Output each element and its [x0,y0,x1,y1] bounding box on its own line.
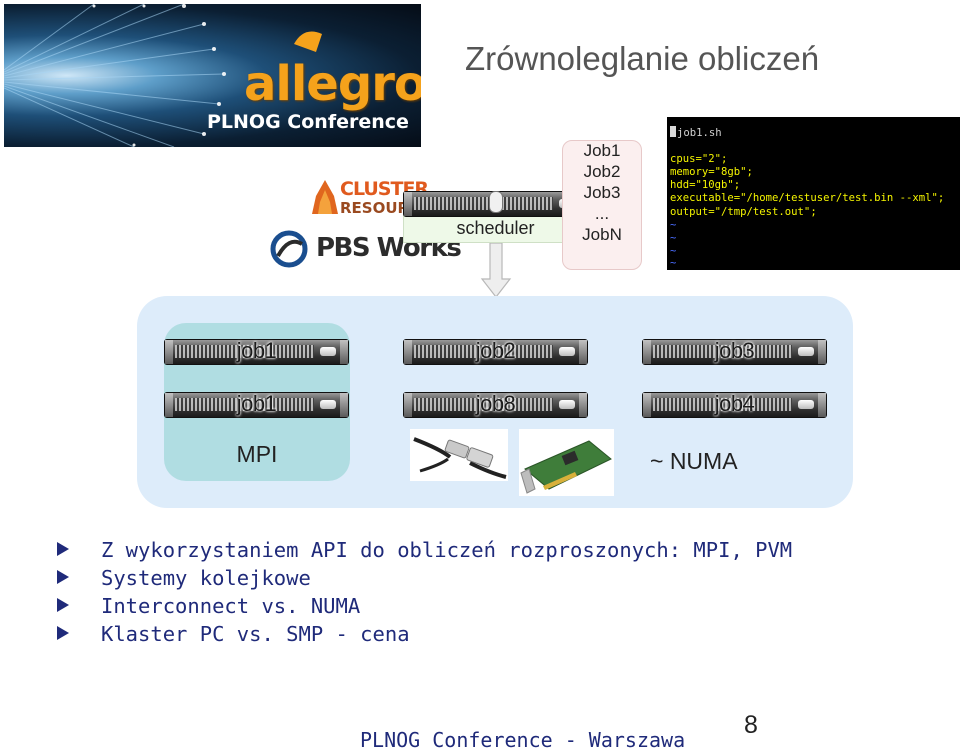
conference-banner: allegro PLNOG Conference [4,4,421,147]
server-node: job4 [642,391,827,418]
server-node: job1 [164,338,349,365]
scheduler-label: scheduler [456,218,535,238]
server-job-label: job2 [475,338,516,363]
server-node: job3 [642,338,827,365]
server-job-label: job1 [236,338,277,363]
scheduler-knob [489,191,503,213]
slide-footer: PLNOG Conference - Warszawa [360,728,686,752]
terminal-line: executable="/home/testuser/test.bin --xm… [670,192,945,204]
bullet-triangle-icon [57,542,69,556]
brand-swoosh [294,31,322,52]
terminal-filename: job1.sh [677,127,722,139]
terminal-empty-line: ~ [670,257,677,269]
bullet-triangle-icon [57,626,69,640]
terminal-line: cpus="2"; [670,153,728,165]
interconnect-cable-image [410,429,508,481]
numa-label: ~ NUMA [650,448,738,474]
terminal-empty-line: ~ [670,219,677,231]
terminal-empty-line: ~ [670,245,677,257]
server-job-label: job1 [236,391,277,416]
interconnect-card-image [519,429,614,496]
bullet-text: Interconnect vs. NUMA [101,594,361,618]
job-queue-item: Job2 [583,162,621,181]
cluster-resources-logo: CLUSTER RESOUR [310,178,440,220]
bullet-text: Z wykorzystaniem API do obliczeń rozpros… [101,538,793,562]
bullet-text: Klaster PC vs. SMP - cena [101,622,410,646]
server-job-label: job3 [714,338,755,363]
terminal-empty-line: ~ [670,232,677,244]
server-node: job8 [403,391,588,418]
bullet-triangle-icon [57,598,69,612]
fiber-optic-background [4,4,322,147]
server-node: job2 [403,338,588,365]
slide-title: Zrównoleglanie obliczeń [465,40,820,77]
server-job-label: job4 [714,391,755,416]
bullet-text: Systemy kolejkowe [101,566,311,590]
job-queue-panel [562,140,642,270]
cluster-logo-line2: RESOUR [340,199,410,217]
job-queue-item: Job1 [583,141,621,160]
cursor-icon [670,126,676,137]
job-queue-item: ... [594,204,610,223]
job-script-terminal: job1.sh cpus="2"; memory="8gb"; hdd="10g… [667,117,960,270]
server-node: job1 [164,391,349,418]
job-queue-item: Job3 [583,183,621,202]
cluster-flame-icon [312,180,338,214]
terminal-line: memory="8gb"; [670,166,753,178]
terminal-line: hdd="10gb"; [670,179,741,191]
server-job-label: job8 [475,391,516,416]
bullet-triangle-icon [57,570,69,584]
pbs-swirl-icon [270,230,308,268]
terminal-line: output="/tmp/test.out"; [670,206,817,218]
banner-subtitle: PLNOG Conference [207,111,409,133]
page-number: 8 [744,711,758,739]
mpi-label: MPI [236,441,278,467]
brand-name: allegro [244,56,421,112]
job-queue-item: JobN [582,225,622,244]
down-arrow-icon [480,243,512,298]
